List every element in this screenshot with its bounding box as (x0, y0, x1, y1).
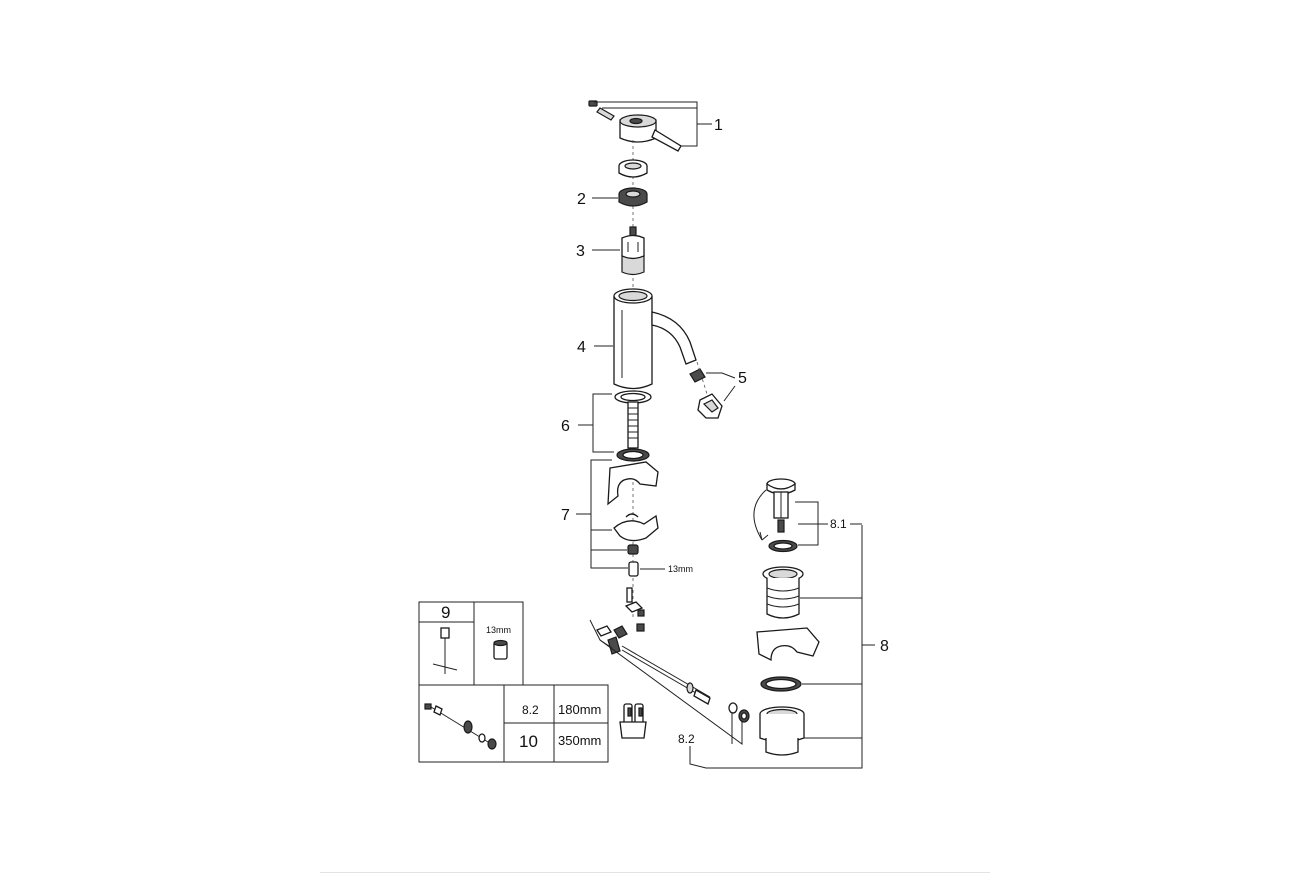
callout-4: 4 (577, 339, 586, 356)
tool-box: 9 13mm (418, 601, 524, 686)
table-row-1-item: 8.2 (522, 703, 539, 717)
cap-ring (618, 159, 648, 178)
callout-7: 7 (561, 507, 570, 524)
cartridge-nut (618, 187, 648, 207)
callout-2: 2 (577, 191, 586, 208)
callout-8-2: 8.2 (678, 732, 695, 746)
wrench-size-label: 13mm (668, 564, 693, 574)
table-row-1-length: 180mm (558, 702, 601, 717)
table-row-2-length: 350mm (558, 733, 601, 748)
footer-divider (320, 872, 990, 873)
callout-3: 3 (576, 243, 585, 260)
callout-8-1: 8.1 (830, 517, 847, 531)
callout-5: 5 (738, 370, 747, 387)
socket-icon (493, 639, 508, 660)
lever-handle (588, 100, 682, 152)
pop-up-plug (753, 478, 798, 553)
callout-6: 6 (561, 418, 570, 435)
callout-8: 8 (880, 638, 889, 655)
rod-icon (424, 703, 497, 750)
waste-body (756, 566, 820, 756)
tool-box-number: 9 (441, 603, 450, 622)
mounting-set (607, 461, 659, 577)
hex-key-tool-icon (432, 627, 458, 674)
aerator (689, 361, 723, 419)
faucet-body (613, 288, 697, 390)
tool-box-size: 13mm (486, 625, 511, 635)
table-row-2-item: 10 (519, 732, 538, 751)
callout-1: 1 (714, 117, 723, 134)
cartridge (621, 226, 645, 276)
mounting-stud (614, 390, 652, 462)
rod-length-table: 8.2 180mm 10 350mm (418, 684, 609, 763)
rod-clamp (619, 703, 647, 739)
pop-up-rod-assembly (596, 587, 750, 723)
